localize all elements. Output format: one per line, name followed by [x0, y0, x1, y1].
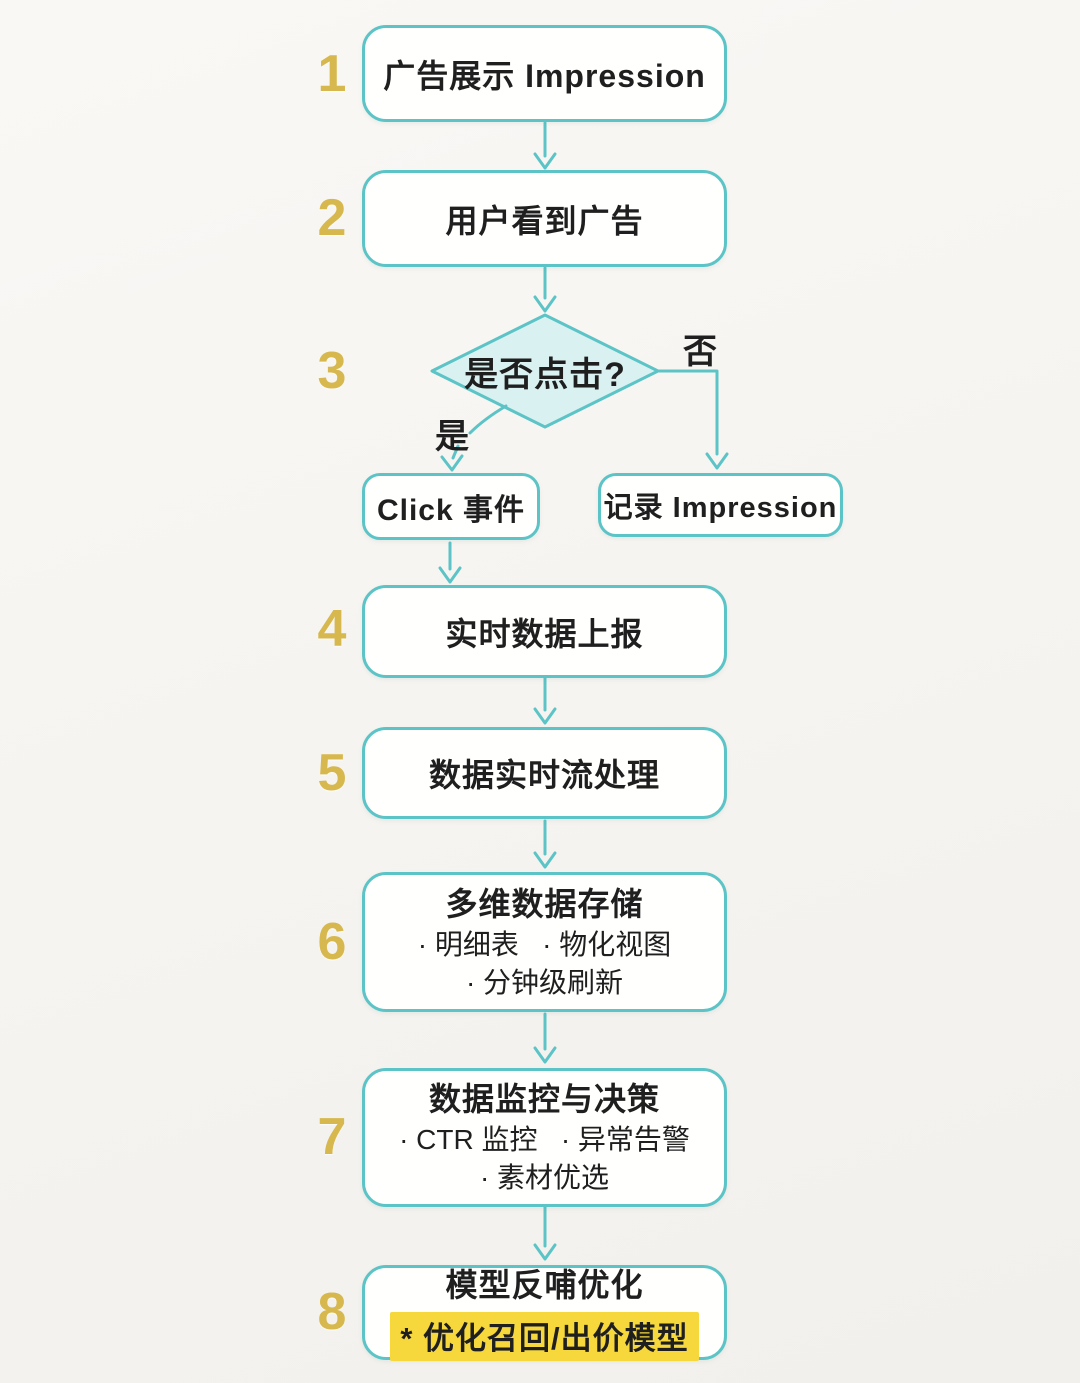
- node-realtime-report: 实时数据上报: [362, 585, 727, 678]
- node-click-event: Click 事件: [362, 473, 540, 540]
- node-ad-impression: 广告展示 Impression: [362, 25, 727, 122]
- node-model-feedback-highlight: * 优化召回/出价模型: [390, 1311, 699, 1361]
- arrowhead-decision-no: [705, 452, 729, 470]
- branch-label-yes: 是: [435, 417, 469, 456]
- node-record-impression: 记录 Impression: [598, 473, 843, 537]
- arrowhead-step1-step2: [533, 152, 557, 170]
- node-record-impression-label: 记录 Impression: [603, 492, 838, 524]
- arrowhead-step7-step8: [533, 1243, 557, 1261]
- node-monitoring-decision: 数据监控与决策 · CTR 监控 · 异常告警 · 素材优选: [362, 1068, 727, 1207]
- arrow-decision-no: [656, 369, 719, 456]
- step-number-7: 7: [317, 1108, 347, 1166]
- arrowhead-step5-step6: [533, 851, 557, 869]
- node-realtime-report-label: 实时数据上报: [445, 615, 644, 652]
- node-stream-processing: 数据实时流处理: [362, 727, 727, 819]
- arrowhead-step4-step5: [533, 707, 557, 725]
- arrowhead-step6-step7: [533, 1046, 557, 1064]
- arrowhead-decision-yes: [440, 454, 464, 472]
- node-monitoring-decision-title: 数据监控与决策: [428, 1081, 660, 1118]
- node-model-feedback-title: 模型反哺优化: [445, 1267, 644, 1304]
- node-monitoring-decision-line2: · 素材优选: [479, 1162, 610, 1194]
- decision-click-question: 是否点击?: [464, 355, 626, 394]
- node-monitoring-decision-line1: · CTR 监控 · 异常告警: [399, 1124, 690, 1156]
- node-multidim-storage: 多维数据存储 · 明细表 · 物化视图 · 分钟级刷新: [362, 872, 727, 1012]
- step-number-8: 8: [317, 1283, 347, 1341]
- step-number-1: 1: [317, 45, 347, 103]
- branch-label-no: 否: [683, 332, 717, 371]
- node-multidim-storage-title: 多维数据存储: [445, 885, 644, 922]
- node-user-sees-ad-label: 用户看到广告: [445, 202, 644, 239]
- step-number-6: 6: [317, 913, 347, 971]
- node-multidim-storage-line2: · 分钟级刷新: [465, 966, 624, 998]
- step-number-4: 4: [317, 600, 347, 658]
- node-ad-impression-label: 广告展示 Impression: [383, 57, 706, 94]
- step-number-2: 2: [317, 189, 347, 247]
- node-multidim-storage-line1: · 明细表 · 物化视图: [417, 928, 672, 960]
- node-stream-processing-label: 数据实时流处理: [428, 757, 660, 793]
- node-model-feedback: 模型反哺优化 * 优化召回/出价模型: [362, 1265, 727, 1361]
- step-number-5: 5: [317, 744, 347, 802]
- step-number-3: 3: [317, 342, 347, 400]
- arrowhead-click-step4: [438, 566, 462, 584]
- arrowhead-step2-decision: [533, 295, 557, 313]
- node-click-event-label: Click 事件: [376, 493, 526, 527]
- node-user-sees-ad: 用户看到广告: [362, 170, 727, 267]
